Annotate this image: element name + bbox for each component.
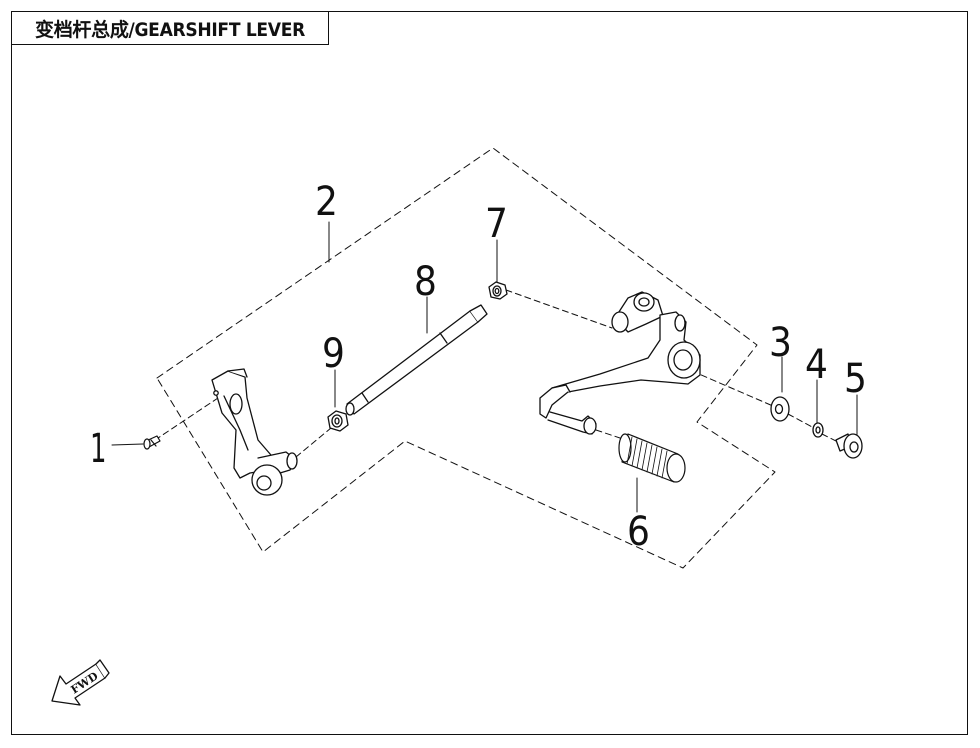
- page-title: 变档杆总成/GEARSHIFT LEVER: [35, 18, 305, 41]
- part-6-rubber: [618, 433, 686, 483]
- callout-6: 6: [627, 509, 650, 555]
- part-5-bolt: [835, 433, 863, 459]
- callout-1: 1: [90, 426, 106, 472]
- title-box: 变档杆总成/GEARSHIFT LEVER: [11, 11, 329, 45]
- centerlines: [154, 289, 839, 458]
- part-9-nut: [327, 410, 349, 432]
- callout-7: 7: [485, 201, 508, 247]
- callout-4: 4: [805, 342, 828, 388]
- part-1-bolt: [143, 435, 161, 450]
- upper-shift-arm: [211, 368, 298, 496]
- callout-8: 8: [414, 259, 437, 305]
- fwd-arrow-icon: FWD: [51, 659, 110, 706]
- assembly-outline: [156, 147, 776, 569]
- callout-3: 3: [769, 320, 792, 366]
- part-3-washer: [770, 396, 790, 422]
- main-pedal-lever: [539, 291, 701, 435]
- callout-labels: 1 2 3 4 5 6 7 8 9: [90, 179, 867, 555]
- diagram-frame: [11, 11, 968, 735]
- part-8-rod: [345, 304, 488, 416]
- part-4-spring-washer: [812, 422, 824, 438]
- callout-9: 9: [322, 331, 345, 377]
- part-7-nut: [488, 281, 508, 300]
- callout-5: 5: [844, 356, 867, 402]
- callout-2: 2: [315, 179, 338, 225]
- leader-lines: [111, 221, 858, 513]
